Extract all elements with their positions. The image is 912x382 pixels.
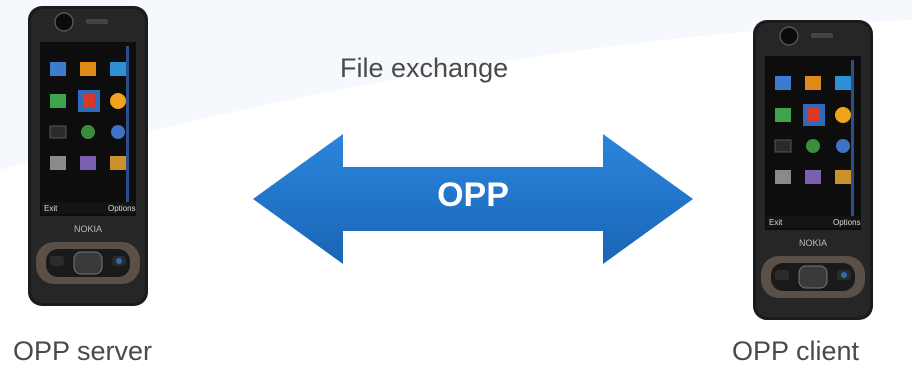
opp-label: OPP [437, 176, 509, 214]
softkey-left: Exit [44, 204, 58, 213]
brand-label: NOKIA [799, 238, 827, 248]
client-phone: Exit Options NOKIA [753, 20, 873, 320]
server-caption: OPP server [13, 336, 153, 366]
double-arrow [253, 134, 693, 264]
screen-icons [49, 62, 126, 170]
file-exchange-label: File exchange [340, 53, 509, 83]
client-caption: OPP client [732, 336, 860, 366]
server-phone: Exit Options NOKIA [28, 6, 148, 306]
softkey-right: Options [108, 204, 136, 213]
softkey-right: Options [833, 218, 861, 227]
softkey-left: Exit [769, 218, 783, 227]
brand-label: NOKIA [74, 224, 102, 234]
screen-icons [774, 76, 851, 184]
